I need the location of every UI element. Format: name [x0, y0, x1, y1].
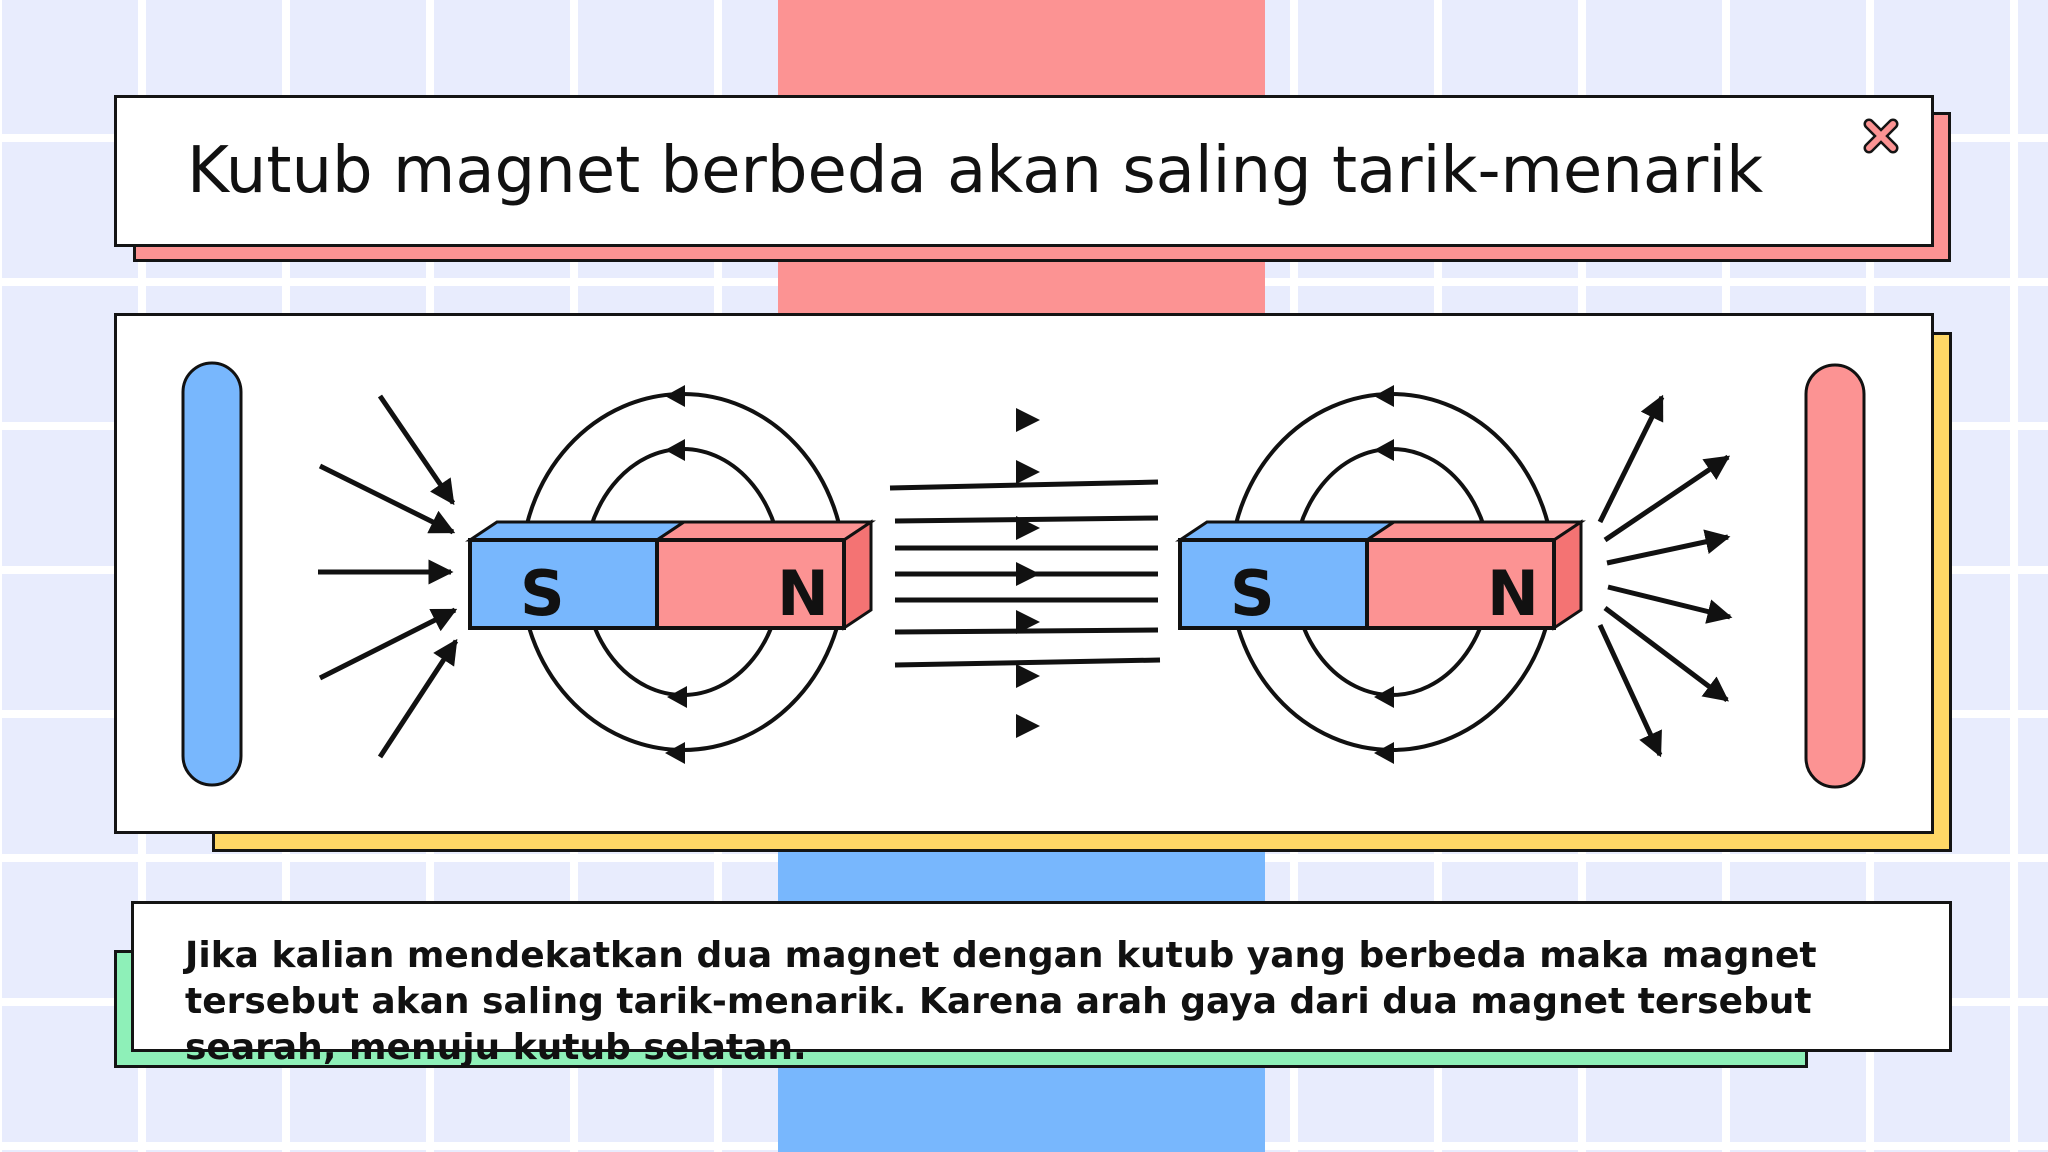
- left-magnet-north-pole: [655, 538, 846, 630]
- right-field-direction-markers: [1374, 385, 1394, 764]
- right-magnet-north-pole: [1365, 538, 1556, 630]
- right-magnet-south-label: S: [1230, 557, 1275, 630]
- left-field-direction-markers: [665, 385, 687, 764]
- left-bar-magnet: S N: [465, 519, 876, 631]
- title-card: Kutub magnet berbeda akan saling tarik-m…: [114, 95, 1934, 247]
- incoming-field-arrows: [318, 394, 459, 759]
- outgoing-field-arrows: [1597, 394, 1733, 758]
- red-pill: [1804, 363, 1866, 789]
- page-title: Kutub magnet berbeda akan saling tarik-m…: [187, 134, 1764, 208]
- magnet-diagram: S N S N: [181, 361, 1866, 789]
- left-magnet-south-label: S: [520, 557, 565, 630]
- left-magnet-south-pole: [468, 538, 659, 630]
- explanation-text: Jika kalian mendekatkan dua magnet denga…: [185, 935, 1817, 1068]
- text-card: Jika kalian mendekatkan dua magnet denga…: [131, 901, 1952, 1068]
- right-magnet-north-label: N: [1487, 557, 1539, 630]
- close-icon[interactable]: [1861, 116, 1901, 156]
- right-magnet-south-pole: [1178, 538, 1369, 630]
- right-bar-magnet: S N: [1175, 519, 1586, 631]
- middle-arrowheads: [1016, 408, 1040, 738]
- left-magnet-north-label: N: [777, 557, 829, 630]
- blue-pill: [181, 361, 243, 787]
- diagram-card: S N S N: [114, 313, 1934, 834]
